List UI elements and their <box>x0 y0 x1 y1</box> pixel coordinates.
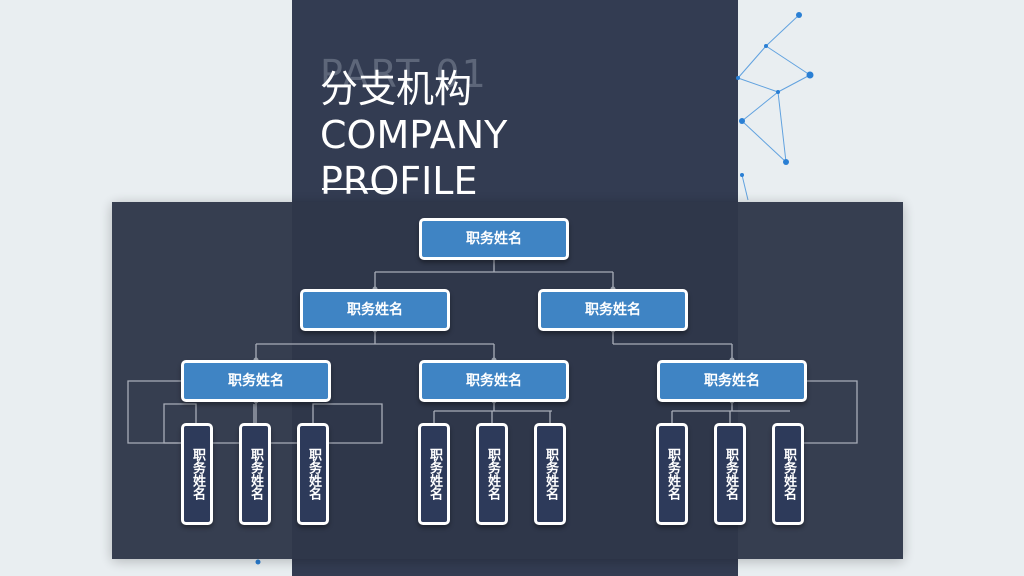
org-leaf-node: 职务姓名 <box>656 423 688 525</box>
org-root-node: 职务姓名 <box>419 218 569 260</box>
org-leaf-node: 职务姓名 <box>418 423 450 525</box>
org-level3-node-right: 职务姓名 <box>657 360 807 402</box>
org-leaf-node: 职务姓名 <box>714 423 746 525</box>
title-english-line2: PROFILE <box>320 159 478 203</box>
title-english-line1: COMPANY <box>320 113 508 157</box>
org-leaf-node: 职务姓名 <box>476 423 508 525</box>
org-leaf-node: 职务姓名 <box>534 423 566 525</box>
org-level2-node-left: 职务姓名 <box>300 289 450 331</box>
part-number-ghost: PART 01 <box>320 52 488 96</box>
org-leaf-node: 职务姓名 <box>772 423 804 525</box>
org-level3-node-left: 职务姓名 <box>181 360 331 402</box>
title-underline <box>322 188 392 190</box>
org-level3-node-middle: 职务姓名 <box>419 360 569 402</box>
org-leaf-node: 职务姓名 <box>297 423 329 525</box>
org-leaf-node: 职务姓名 <box>181 423 213 525</box>
org-leaf-node: 职务姓名 <box>239 423 271 525</box>
org-level2-node-right: 职务姓名 <box>538 289 688 331</box>
page-title: 分支机构 COMPANY PROFILE <box>320 66 507 204</box>
title-chinese: 分支机构 <box>320 67 473 111</box>
